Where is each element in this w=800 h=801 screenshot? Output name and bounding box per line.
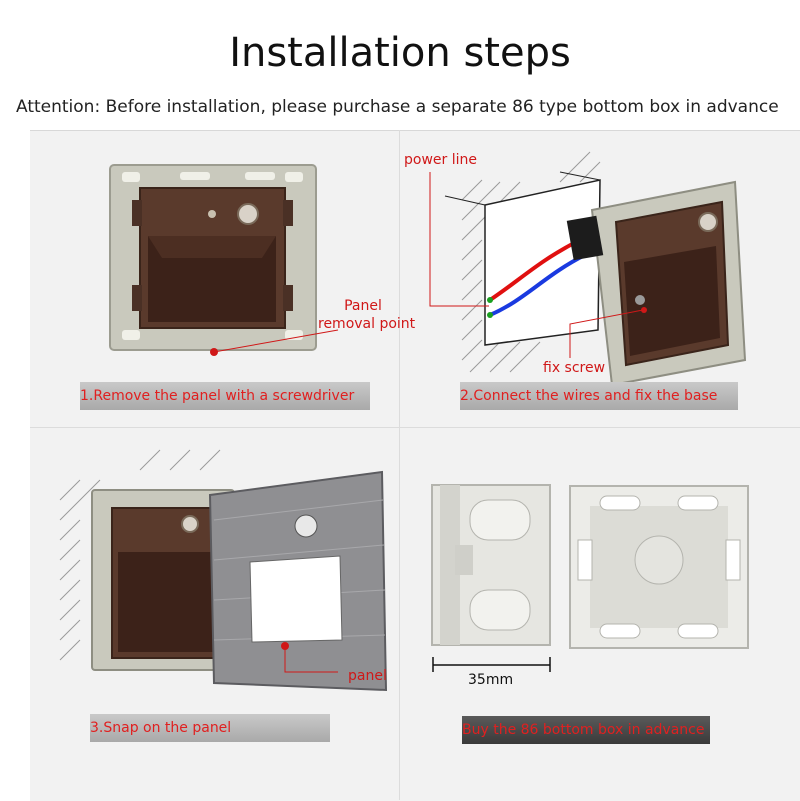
- step-1-caption: 1.Remove the panel with a screwdriver: [80, 382, 370, 410]
- panel-label: panel: [348, 668, 387, 684]
- page-title: Installation steps: [229, 30, 571, 76]
- attention-note: Attention: Before installation, please p…: [16, 97, 779, 117]
- fix-screw-label: fix screw: [543, 360, 606, 376]
- power-line-label: power line: [404, 152, 477, 168]
- panel-removal-label: Panel removal point: [318, 298, 416, 332]
- step-3-caption: 3.Snap on the panel: [90, 714, 330, 742]
- grid-divider-horizontal: [30, 427, 800, 428]
- grid-divider-vertical: [399, 130, 400, 800]
- step-4-caption: Buy the 86 bottom box in advance: [462, 716, 710, 744]
- step-2-caption: 2.Connect the wires and fix the base: [460, 382, 738, 410]
- dimension-label: 35mm: [468, 672, 514, 688]
